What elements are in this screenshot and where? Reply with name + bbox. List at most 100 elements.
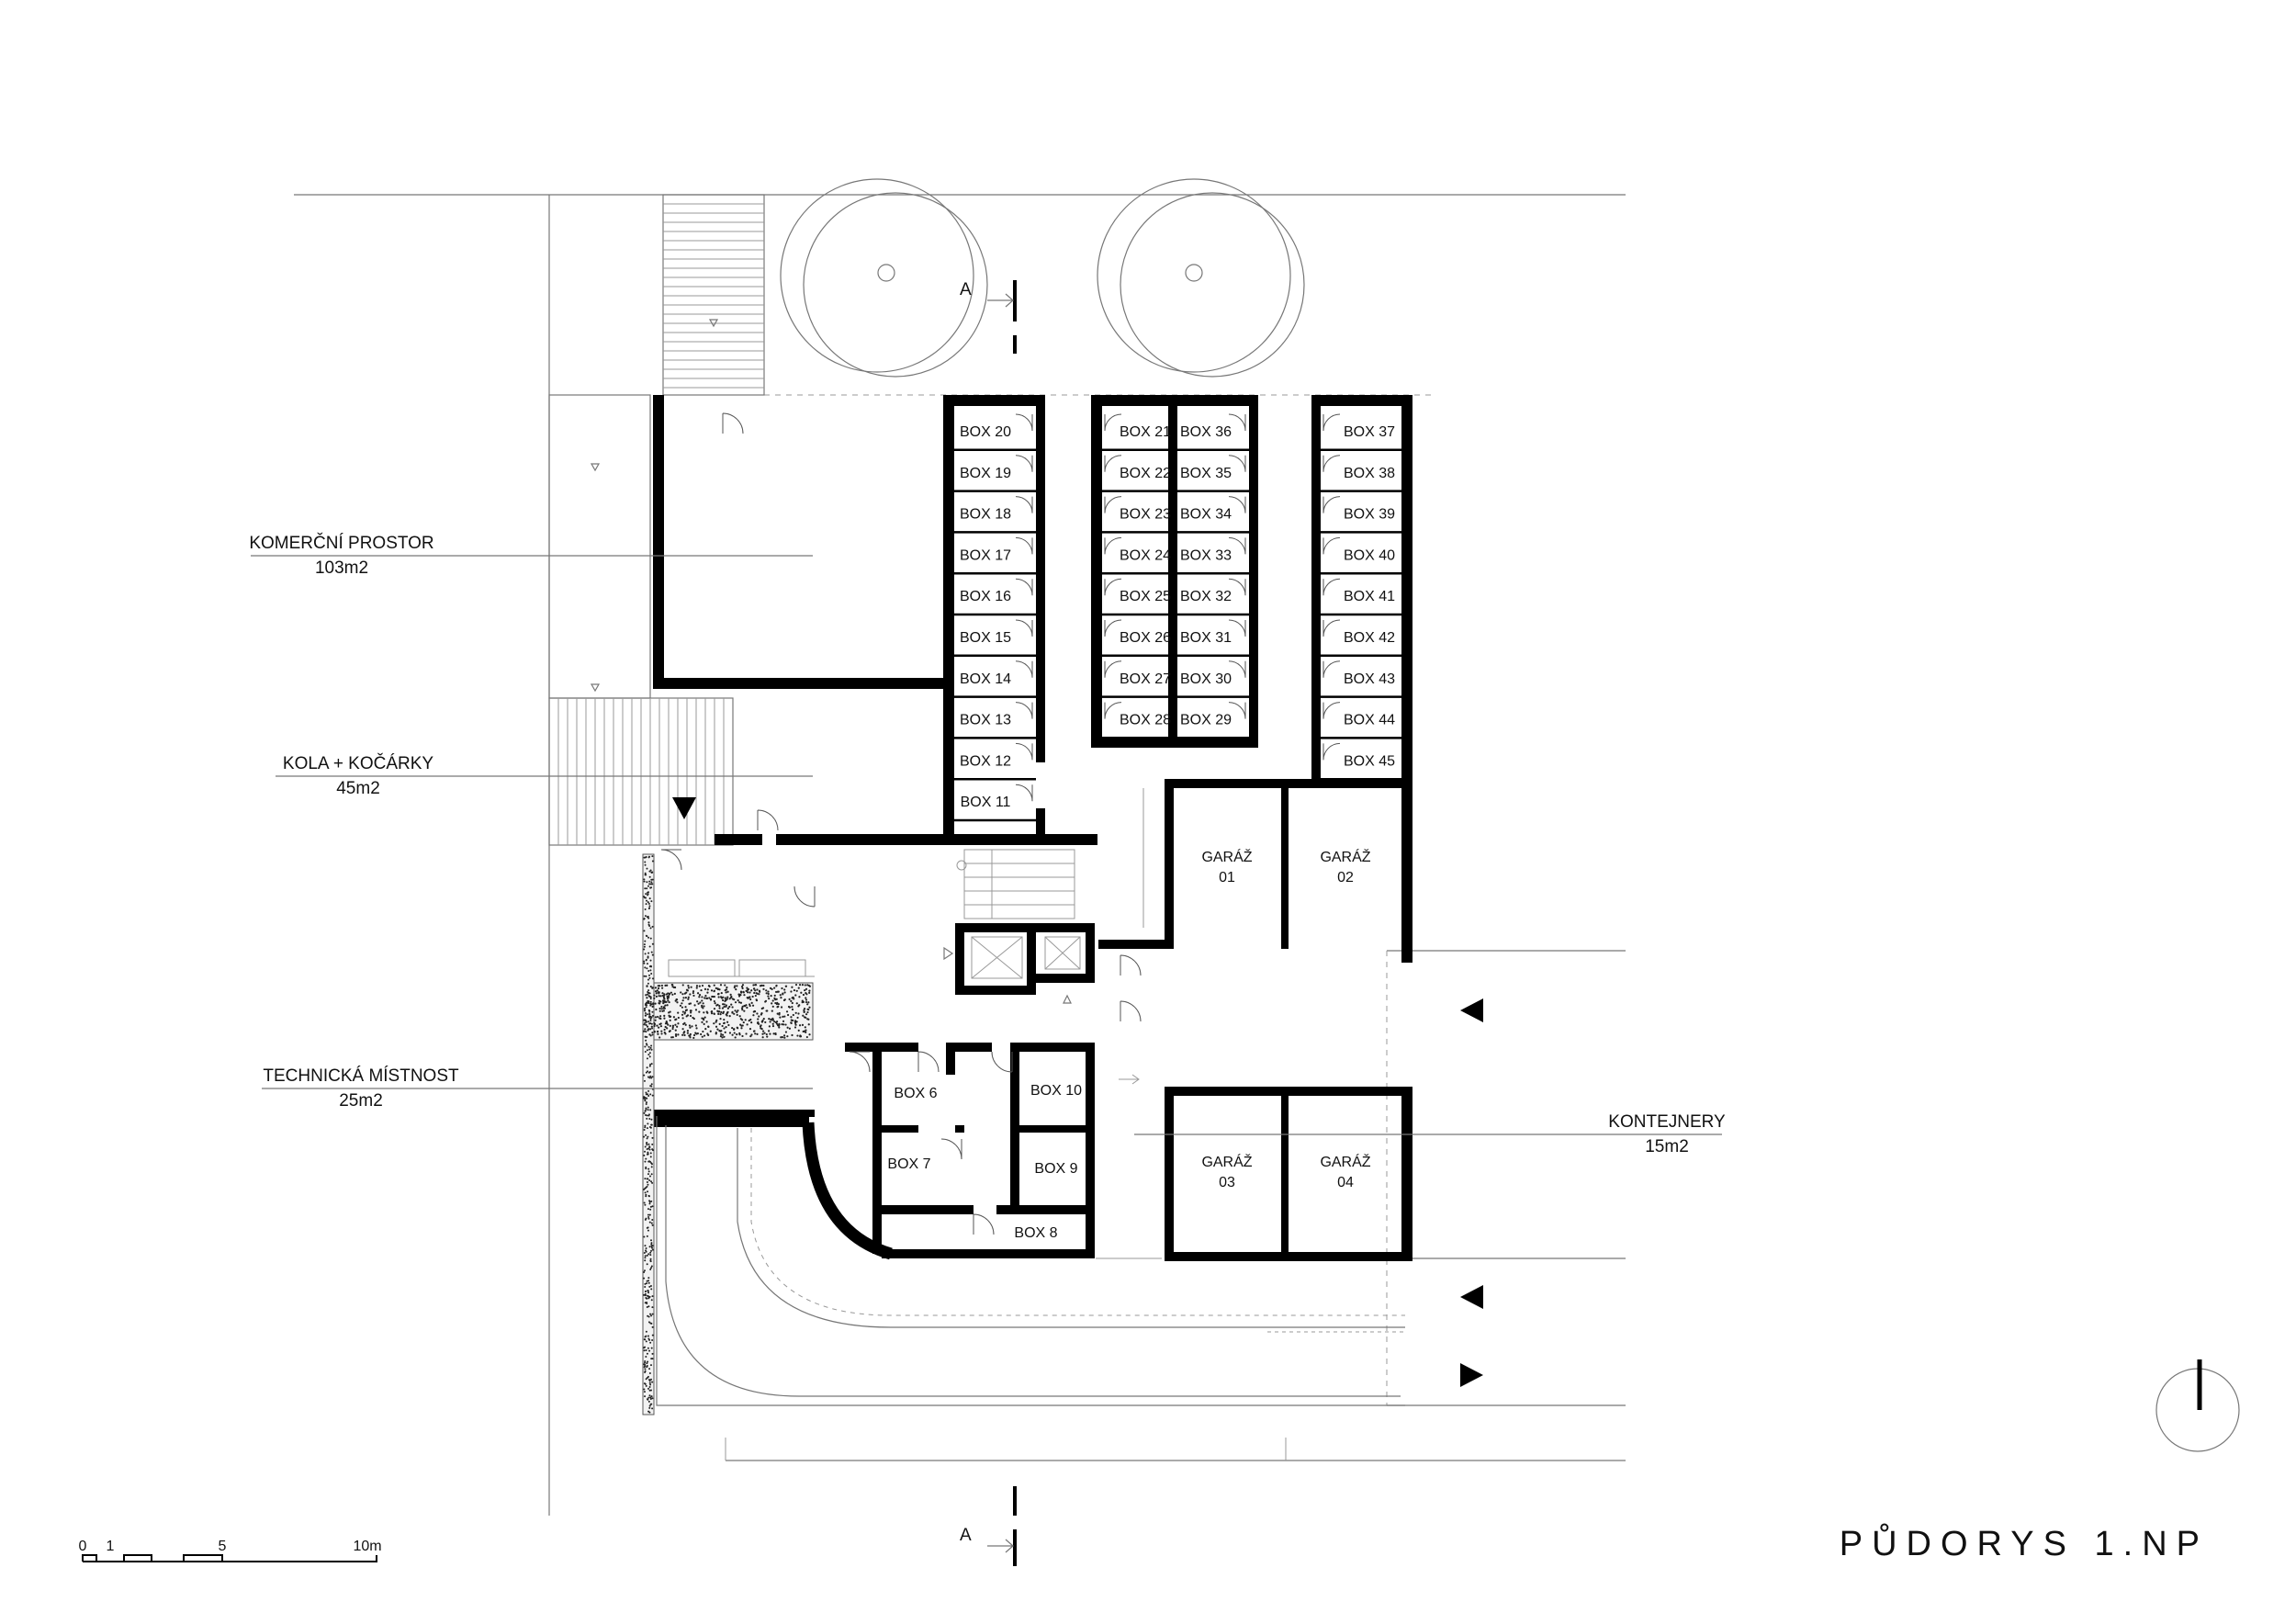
scale-label-10m: 10m bbox=[353, 1539, 381, 1554]
room-name-kontejnery: KONTEJNERY bbox=[1608, 1112, 1726, 1132]
room-area-komercni: 103m2 bbox=[315, 558, 368, 578]
storage-box-label: BOX 34 bbox=[1180, 507, 1232, 523]
box-door-swing bbox=[1015, 742, 1033, 761]
storage-box-label: BOX 11 bbox=[961, 795, 1011, 810]
box-8-label: BOX 8 bbox=[1014, 1225, 1057, 1241]
box-door-swing bbox=[1322, 578, 1341, 596]
box-door-swing bbox=[1322, 660, 1341, 678]
room-name-komercni: KOMERČNÍ PROSTOR bbox=[249, 533, 433, 553]
garage-labels: GARÁŽ 01 GARÁŽ 02 GARÁŽ 03 GARÁŽ 04 bbox=[1201, 848, 1370, 1190]
garage-02-label: GARÁŽ bbox=[1320, 848, 1370, 865]
storage-box-label: BOX 43 bbox=[1344, 671, 1395, 687]
storage-box-label: BOX 13 bbox=[960, 713, 1011, 728]
box-door-swing bbox=[1015, 702, 1033, 719]
box-door-swing bbox=[1228, 496, 1246, 513]
storage-box-label: BOX 21 bbox=[1120, 424, 1171, 440]
leader-lines bbox=[251, 555, 1722, 1135]
box-door-swing bbox=[1322, 742, 1341, 761]
room-name-technicka: TECHNICKÁ MÍSTNOST bbox=[263, 1066, 459, 1086]
site-lines bbox=[294, 194, 1626, 1516]
box-door-swing bbox=[1104, 536, 1122, 555]
storage-box-label: BOX 20 bbox=[960, 424, 1011, 440]
box-door-swing bbox=[1015, 578, 1033, 596]
box-door-swing bbox=[1104, 413, 1122, 432]
box-door-swing bbox=[1322, 455, 1341, 472]
north-arrow-icon bbox=[2155, 1359, 2240, 1452]
room-area-kontejnery: 15m2 bbox=[1645, 1137, 1689, 1156]
storage-box-label: BOX 31 bbox=[1180, 630, 1232, 646]
storage-box-label: BOX 18 bbox=[960, 507, 1011, 523]
room-labels: KOMERČNÍ PROSTOR 103m2 KOLA + KOČÁRKY 45… bbox=[249, 533, 1726, 1156]
storage-box-label: BOX 45 bbox=[1344, 753, 1395, 769]
box-door-swing bbox=[1015, 536, 1033, 555]
garage-01-label: GARÁŽ bbox=[1201, 848, 1252, 865]
box-door-swing bbox=[1015, 660, 1033, 678]
box-6-label: BOX 6 bbox=[894, 1086, 937, 1101]
box-door-swing bbox=[1015, 784, 1033, 802]
storage-box-label: BOX 15 bbox=[960, 630, 1011, 646]
door-swings bbox=[660, 412, 1142, 1235]
box-door-swing bbox=[1228, 578, 1246, 596]
room-area-technicka: 25m2 bbox=[339, 1091, 383, 1111]
storage-box-label: BOX 25 bbox=[1120, 589, 1171, 604]
box-door-swing bbox=[1104, 619, 1122, 637]
room-area-kola: 45m2 bbox=[336, 779, 380, 798]
walls bbox=[653, 395, 1412, 1261]
storage-box-label: BOX 26 bbox=[1120, 630, 1171, 646]
section-marker-bottom bbox=[987, 1486, 1017, 1566]
storage-box-label: BOX 36 bbox=[1180, 424, 1232, 440]
tree-icons bbox=[780, 178, 1305, 378]
storage-box-label: BOX 30 bbox=[1180, 671, 1232, 687]
box-door-swing bbox=[1322, 536, 1341, 555]
storage-box-label: BOX 12 bbox=[960, 753, 1011, 769]
box-door-swing bbox=[1015, 496, 1033, 513]
box-door-swing bbox=[1322, 413, 1341, 432]
garage-04-number: 04 bbox=[1337, 1175, 1354, 1190]
box-7-label: BOX 7 bbox=[887, 1156, 930, 1172]
box-door-swing bbox=[1104, 496, 1122, 513]
scale-label-5: 5 bbox=[219, 1539, 227, 1554]
box-door-swing bbox=[1104, 660, 1122, 678]
box-door-swing bbox=[1228, 413, 1246, 432]
storage-box-label: BOX 40 bbox=[1344, 547, 1395, 563]
storage-box-label: BOX 28 bbox=[1120, 713, 1171, 728]
storage-box-label: BOX 44 bbox=[1344, 713, 1395, 728]
box-10-label: BOX 10 bbox=[1030, 1083, 1082, 1099]
storage-box-label: BOX 27 bbox=[1120, 671, 1171, 687]
box-door-swing bbox=[1104, 455, 1122, 472]
scale-bar: 0 1 5 10m bbox=[79, 1539, 382, 1562]
box-door-swing bbox=[1322, 496, 1341, 513]
box-door-swing bbox=[1322, 702, 1341, 719]
box-door-swing bbox=[1322, 619, 1341, 637]
box-door-swing bbox=[1228, 702, 1246, 719]
box-door-swing bbox=[1228, 536, 1246, 555]
storage-box-label: BOX 29 bbox=[1180, 713, 1232, 728]
garage-03-number: 03 bbox=[1219, 1175, 1235, 1190]
box-door-swing bbox=[1228, 619, 1246, 637]
storage-box-label: BOX 39 bbox=[1344, 507, 1395, 523]
box-door-swing bbox=[1228, 660, 1246, 678]
storage-box-label: BOX 32 bbox=[1180, 589, 1232, 604]
scale-label-1: 1 bbox=[107, 1539, 115, 1554]
garage-04-label: GARÁŽ bbox=[1320, 1153, 1370, 1170]
box-9-label: BOX 9 bbox=[1034, 1161, 1077, 1177]
storage-box-label: BOX 19 bbox=[960, 466, 1011, 481]
storage-box-label: BOX 35 bbox=[1180, 466, 1232, 481]
lower-box-labels: BOX 6 BOX 10 BOX 7 BOX 9 BOX 8 bbox=[887, 1083, 1082, 1241]
storage-box-label: BOX 42 bbox=[1344, 630, 1395, 646]
storage-box-label: BOX 16 bbox=[960, 589, 1011, 604]
garage-01-number: 01 bbox=[1219, 870, 1235, 885]
storage-box-label: BOX 37 bbox=[1344, 424, 1395, 440]
garage-03-label: GARÁŽ bbox=[1201, 1153, 1252, 1170]
storage-box-label: BOX 14 bbox=[960, 671, 1011, 687]
outdoor-stairs bbox=[548, 194, 765, 846]
section-label-top: A bbox=[960, 280, 972, 299]
room-name-kola: KOLA + KOČÁRKY bbox=[283, 753, 434, 773]
storage-box-label: BOX 24 bbox=[1120, 547, 1171, 563]
garage-02-number: 02 bbox=[1337, 870, 1354, 885]
box-door-swing bbox=[1015, 455, 1033, 472]
storage-box-label: BOX 22 bbox=[1120, 466, 1171, 481]
scale-label-0: 0 bbox=[79, 1539, 87, 1554]
box-dividers bbox=[954, 413, 1401, 822]
